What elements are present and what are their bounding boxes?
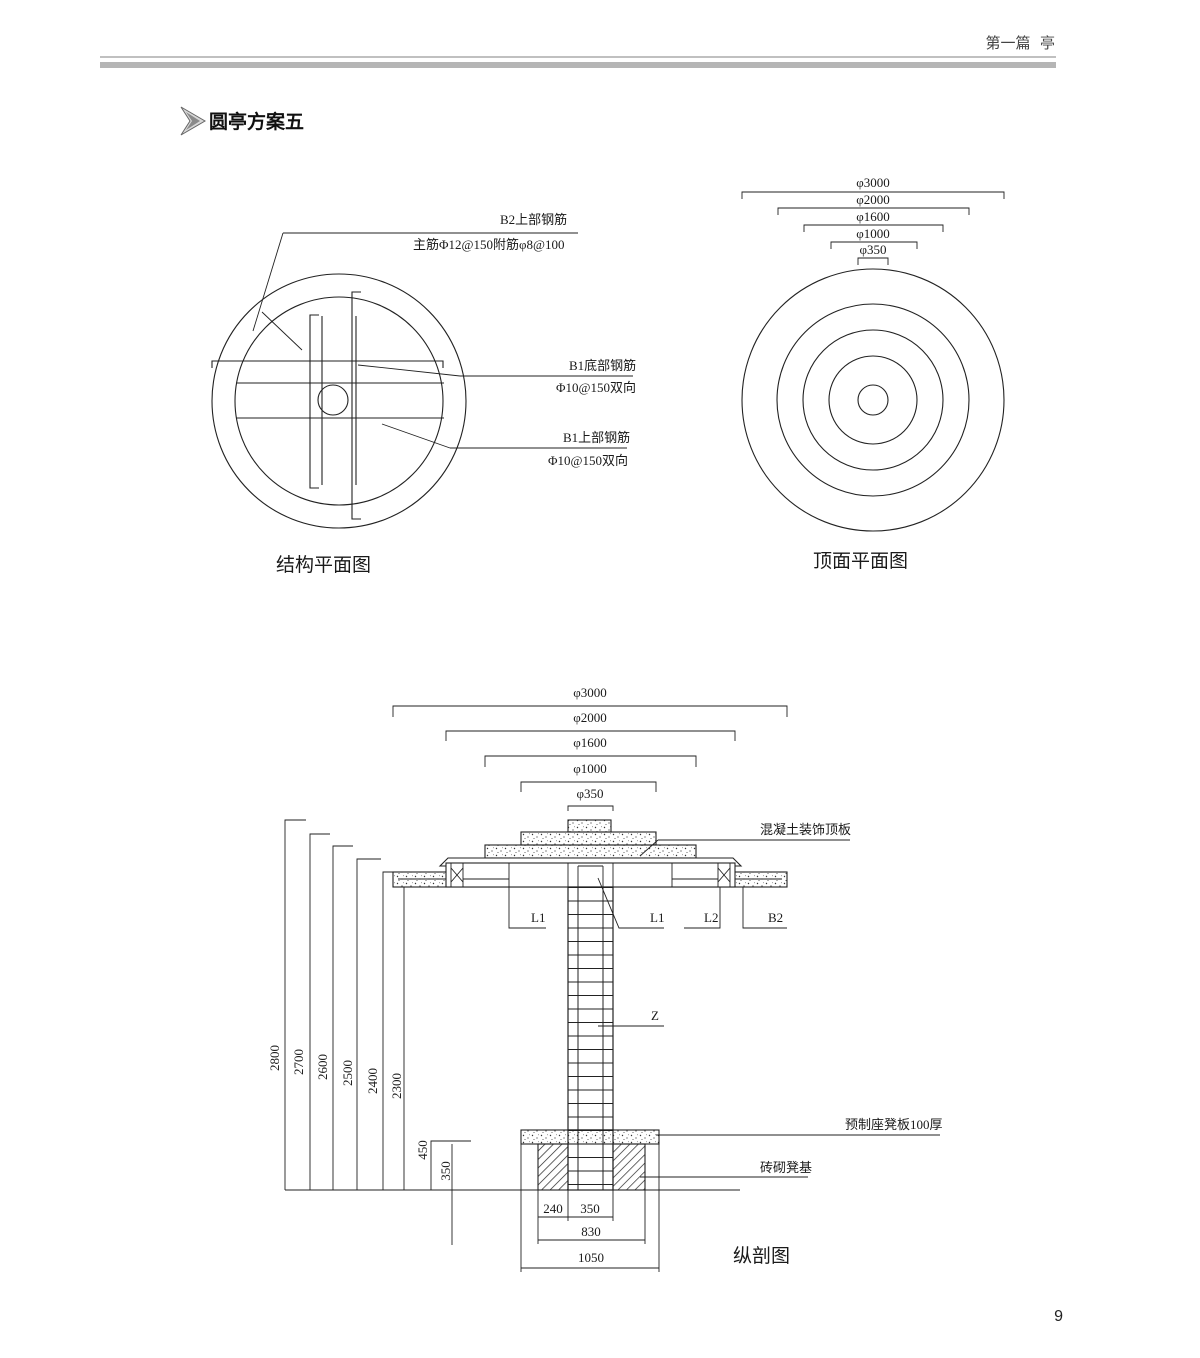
slab-outer-circle <box>211 273 467 529</box>
roof-slab-label: 混凝土装饰顶板 <box>760 822 851 837</box>
height-dimension-450 <box>430 1140 471 1190</box>
height-label: 2700 <box>291 1049 306 1075</box>
roof-slab-leader <box>639 839 659 857</box>
roof-circle-1000 <box>828 355 918 445</box>
roof-tier-1600 <box>484 844 697 859</box>
section-caption: 纵剖图 <box>733 1245 790 1267</box>
column-z <box>567 886 614 1131</box>
dimension-line-350 <box>857 257 889 265</box>
dimension-label: φ1000 <box>573 761 607 776</box>
b1-bottom-leader-line <box>357 364 461 377</box>
structural-plan-caption: 结构平面图 <box>276 554 371 576</box>
dimension-label: φ3000 <box>573 685 607 700</box>
beam-l2-label: L2 <box>704 910 718 925</box>
roof-circle-3000 <box>741 268 1005 532</box>
dimension-label: φ3000 <box>856 175 890 190</box>
b1-bottom-rebar-name: B1底部钢筋 <box>569 358 636 373</box>
top-plan-drawing: φ3000 φ2000 φ1600 φ1000 φ350 顶面平面图 <box>741 175 1005 572</box>
height-label: 2500 <box>340 1060 355 1086</box>
roof-circle-2000 <box>776 303 970 497</box>
slab-b2-label: B2 <box>768 910 783 925</box>
height-label: 450 <box>415 1140 430 1160</box>
b2-rebar-name: B2上部钢筋 <box>500 212 567 227</box>
chapter-header: 第一篇 亭 <box>985 34 1055 52</box>
rebar-range-bracket <box>211 360 444 368</box>
section-title: 圆亭方案五 <box>209 110 304 133</box>
column-z-base <box>567 1129 614 1191</box>
dimension-line-2000 <box>445 730 736 741</box>
dimension-label: φ1600 <box>856 209 890 224</box>
base-dimension-label: 240 <box>543 1201 563 1216</box>
b2-leader-line <box>252 232 284 332</box>
dimension-line-2000 <box>777 207 970 215</box>
beam-l1-right-label: L1 <box>650 910 664 925</box>
section-drawing: φ3000 φ2000 φ1600 φ1000 φ350 <box>267 685 943 1272</box>
roof-tier-1000 <box>520 831 657 846</box>
dimension-line-3000 <box>741 191 1005 199</box>
dimension-label: φ1600 <box>573 735 607 750</box>
dimension-line-1000 <box>520 781 657 792</box>
column-z-label: Z <box>651 1008 659 1023</box>
height-label: 2600 <box>315 1054 330 1080</box>
base-dimension-label: 830 <box>581 1224 601 1239</box>
b1-bottom-rebar-spec: Φ10@150双向 <box>556 380 636 395</box>
structural-plan-drawing: B2上部钢筋 主筋Φ12@150附筋φ8@100 B1底部钢筋 Φ10@150双… <box>211 212 636 576</box>
dimension-label: φ2000 <box>573 710 607 725</box>
dimension-label: φ350 <box>859 242 886 257</box>
dimension-line-3000 <box>392 705 788 717</box>
brick-seat-base-left <box>537 1143 569 1191</box>
b2-leader-line <box>261 311 303 351</box>
base-dimension-label: 350 <box>580 1201 600 1216</box>
base-dimension-label: 1050 <box>578 1250 604 1265</box>
beam-l1-left-label: L1 <box>531 910 545 925</box>
slab-inner-circle <box>234 296 444 506</box>
height-dimension-2400 <box>382 871 393 1190</box>
height-dimension-2300 <box>403 886 425 1190</box>
b2-rebar-spec: 主筋Φ12@150附筋φ8@100 <box>413 237 564 252</box>
beam-l1-left-leader <box>508 887 546 929</box>
dimension-line-1600 <box>484 755 697 767</box>
slab-b2-leader <box>742 887 787 929</box>
b1-top-rebar-name: B1上部钢筋 <box>563 430 630 445</box>
header-rule-thick <box>100 62 1056 68</box>
dimension-line-350 <box>567 805 614 811</box>
beam-section-lines <box>398 863 782 887</box>
height-label: 2300 <box>389 1073 404 1099</box>
chevron-arrow-icon <box>180 106 206 136</box>
dimension-label: φ350 <box>576 786 603 801</box>
height-label: 350 <box>438 1161 453 1181</box>
height-label: 2800 <box>267 1045 282 1071</box>
beam-l1-right-leader <box>597 877 664 929</box>
beam-l2-leader <box>684 887 721 929</box>
base-dimension-lines <box>520 1144 660 1272</box>
b1-top-leader-line <box>381 423 451 449</box>
seat-base-label: 砖砌凳基 <box>760 1160 812 1175</box>
column-circle <box>317 384 349 416</box>
rebar-range-bracket <box>351 291 361 520</box>
height-dimension-2800 <box>284 819 306 1190</box>
roof-circle-350 <box>857 384 889 416</box>
roof-cap-tier <box>567 819 612 833</box>
roof-beam-zone <box>445 862 736 888</box>
top-plan-caption: 顶面平面图 <box>813 551 908 572</box>
height-label: 2400 <box>365 1068 380 1094</box>
roof-circle-1600 <box>802 329 944 471</box>
dimension-line-1600 <box>803 224 944 232</box>
b1-top-rebar-spec: Φ10@150双向 <box>548 453 628 468</box>
seat-board-label: 预制座凳板100厚 <box>845 1117 943 1132</box>
dimension-label: φ1000 <box>856 226 890 241</box>
height-dimension-2700 <box>309 833 330 1190</box>
page-number: 9 <box>1054 1308 1063 1325</box>
dimension-line-1000 <box>830 241 918 249</box>
rebar-range-bracket <box>309 314 319 489</box>
height-dimension-2600 <box>332 845 353 1190</box>
dimension-label: φ2000 <box>856 192 890 207</box>
brick-seat-base-right <box>612 1143 646 1191</box>
height-dimension-2500 <box>356 858 381 1190</box>
